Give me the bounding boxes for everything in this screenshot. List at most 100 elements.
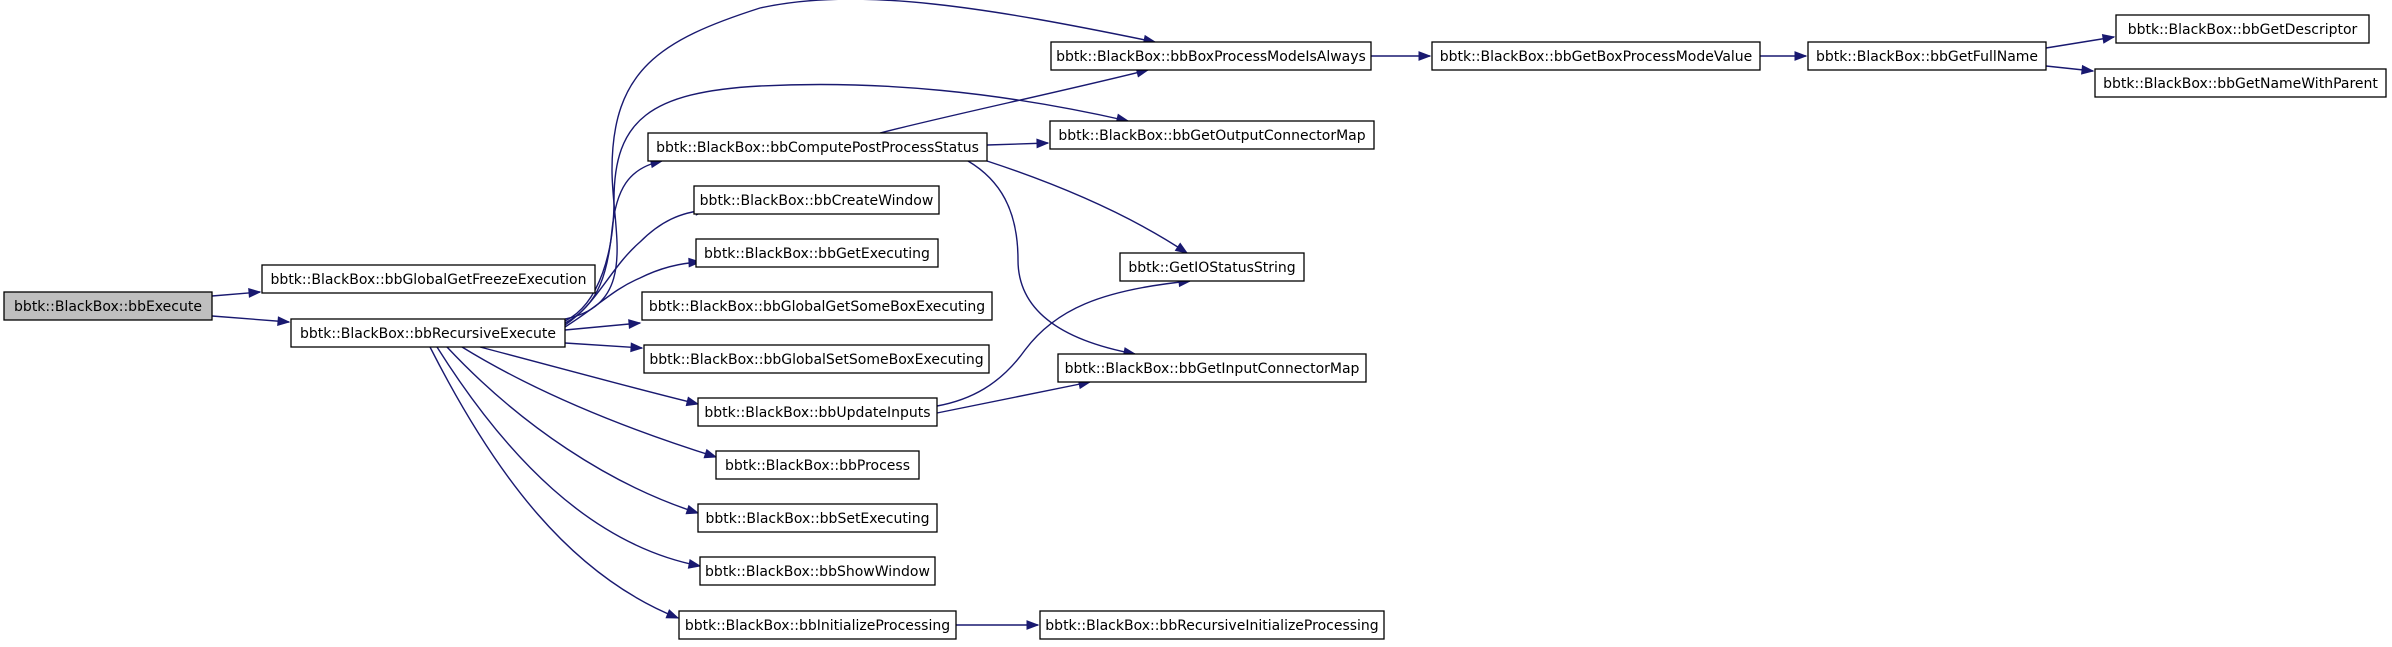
arrowhead-icon — [248, 288, 262, 298]
edge-n3-to-n17 — [479, 346, 700, 407]
function-node-n19[interactable]: bbtk::BlackBox::bbSetExecuting — [697, 503, 938, 533]
node-box — [678, 610, 957, 640]
arrowhead-icon — [2101, 33, 2116, 44]
node-label: bbtk::BlackBox::bbGlobalGetFreezeExecuti… — [271, 272, 587, 288]
edge-n9-to-n12 — [967, 160, 1137, 357]
node-label: bbtk::BlackBox::bbRecursiveExecute — [300, 326, 556, 342]
edge-n6-to-n7 — [2045, 33, 2116, 49]
node-label: bbtk::BlackBox::bbGetNameWithParent — [2103, 76, 2378, 92]
node-box — [647, 132, 988, 162]
edge-line — [564, 342, 643, 349]
function-node-n11[interactable]: bbtk::GetIOStatusString — [1119, 252, 1305, 282]
arrowhead-icon — [665, 609, 680, 619]
edge-line — [879, 69, 1149, 134]
node-label: bbtk::BlackBox::bbUpdateInputs — [704, 405, 930, 421]
edge-line — [564, 0, 1156, 320]
node-box — [1049, 120, 1375, 150]
node-label: bbtk::BlackBox::bbGetInputConnectorMap — [1065, 361, 1360, 377]
edge-line — [446, 346, 699, 514]
node-box — [2094, 68, 2387, 98]
arrowhead-icon — [2081, 64, 2095, 75]
node-box — [693, 185, 940, 215]
edge-n3-to-n16 — [564, 342, 644, 353]
edge-line — [479, 346, 699, 405]
node-label: bbtk::BlackBox::bbExecute — [14, 299, 202, 315]
function-node-n9[interactable]: bbtk::BlackBox::bbComputePostProcessStat… — [647, 132, 988, 162]
edge-n5-to-n6 — [1760, 51, 1808, 61]
function-node-n13[interactable]: bbtk::BlackBox::bbCreateWindow — [693, 185, 940, 215]
edge-line — [936, 280, 1191, 407]
function-node-n15[interactable]: bbtk::BlackBox::bbGlobalGetSomeBoxExecut… — [641, 291, 993, 321]
node-label: bbtk::BlackBox::bbBoxProcessModeIsAlways — [1056, 49, 1366, 65]
edge-line — [936, 381, 1091, 414]
edge-n1-to-n2 — [211, 288, 262, 298]
function-node-n14[interactable]: bbtk::BlackBox::bbGetExecuting — [695, 238, 939, 268]
function-node-n4[interactable]: bbtk::BlackBox::bbBoxProcessModeIsAlways — [1050, 41, 1372, 71]
function-node-n1[interactable]: bbtk::BlackBox::bbExecute — [3, 291, 213, 321]
function-node-n16[interactable]: bbtk::BlackBox::bbGlobalSetSomeBoxExecut… — [643, 344, 990, 374]
function-node-n8[interactable]: bbtk::BlackBox::bbGetNameWithParent — [2094, 68, 2387, 98]
node-box — [1119, 252, 1305, 282]
edge-n9-to-n11 — [986, 160, 1189, 254]
node-box — [643, 344, 990, 374]
node-label: bbtk::BlackBox::bbCreateWindow — [700, 193, 934, 209]
function-node-n17[interactable]: bbtk::BlackBox::bbUpdateInputs — [697, 397, 938, 427]
node-label: bbtk::BlackBox::bbGetDescriptor — [2128, 22, 2358, 38]
arrowhead-icon — [1036, 138, 1050, 149]
node-box — [3, 291, 213, 321]
node-label: bbtk::BlackBox::bbGetOutputConnectorMap — [1058, 128, 1365, 144]
edge-n4-to-n5 — [1371, 51, 1432, 61]
edge-n17-to-n12 — [936, 379, 1092, 414]
function-node-n22[interactable]: bbtk::BlackBox::bbRecursiveInitializePro… — [1039, 610, 1385, 640]
edge-n3-to-n21 — [429, 346, 680, 619]
node-label: bbtk::BlackBox::bbGlobalSetSomeBoxExecut… — [649, 352, 983, 368]
node-label: bbtk::BlackBox::bbGetExecuting — [704, 246, 930, 262]
edge-n6-to-n8 — [2045, 64, 2095, 75]
arrowhead-icon — [1418, 51, 1432, 61]
node-box — [641, 291, 993, 321]
edge-n3-to-n19 — [446, 346, 700, 515]
function-node-n20[interactable]: bbtk::BlackBox::bbShowWindow — [699, 556, 936, 586]
node-box — [261, 264, 596, 294]
node-label: bbtk::BlackBox::bbGetBoxProcessModeValue — [1440, 49, 1753, 65]
node-box — [1050, 41, 1372, 71]
node-label: bbtk::BlackBox::bbProcess — [725, 458, 910, 474]
function-node-n10[interactable]: bbtk::BlackBox::bbGetOutputConnectorMap — [1049, 120, 1375, 150]
edge-n1-to-n3 — [211, 315, 291, 326]
node-label: bbtk::BlackBox::bbInitializeProcessing — [685, 618, 950, 634]
node-label: bbtk::BlackBox::bbComputePostProcessStat… — [656, 140, 979, 156]
function-node-n18[interactable]: bbtk::BlackBox::bbProcess — [715, 450, 920, 480]
arrowhead-icon — [688, 257, 702, 268]
edge-line — [461, 346, 717, 458]
edge-line — [429, 346, 679, 619]
node-box — [715, 450, 920, 480]
node-box — [697, 503, 938, 533]
edge-line — [564, 209, 708, 326]
node-label: bbtk::GetIOStatusString — [1128, 260, 1295, 276]
arrowhead-icon — [1026, 620, 1040, 630]
edge-n3-to-n20 — [436, 346, 702, 569]
arrowhead-icon — [685, 504, 700, 515]
arrowhead-icon — [1174, 242, 1189, 254]
node-box — [1431, 41, 1761, 71]
edge-n3-to-n18 — [461, 346, 718, 459]
edge-n9-to-n10 — [986, 138, 1050, 149]
arrowhead-icon — [703, 448, 718, 459]
function-node-n12[interactable]: bbtk::BlackBox::bbGetInputConnectorMap — [1057, 353, 1367, 383]
edges-layer — [211, 0, 2116, 630]
node-label: bbtk::BlackBox::bbRecursiveInitializePro… — [1045, 618, 1378, 634]
function-node-n7[interactable]: bbtk::BlackBox::bbGetDescriptor — [2115, 14, 2370, 44]
function-node-n21[interactable]: bbtk::BlackBox::bbInitializeProcessing — [678, 610, 957, 640]
node-box — [699, 556, 936, 586]
function-node-n2[interactable]: bbtk::BlackBox::bbGlobalGetFreezeExecuti… — [261, 264, 596, 294]
function-node-n3[interactable]: bbtk::BlackBox::bbRecursiveExecute — [290, 318, 566, 348]
nodes-layer: bbtk::BlackBox::bbExecutebbtk::BlackBox:… — [3, 14, 2387, 640]
node-label: bbtk::BlackBox::bbShowWindow — [705, 564, 930, 580]
edge-line — [436, 346, 701, 567]
arrowhead-icon — [687, 558, 702, 569]
function-node-n5[interactable]: bbtk::BlackBox::bbGetBoxProcessModeValue — [1431, 41, 1761, 71]
node-box — [1039, 610, 1385, 640]
function-node-n6[interactable]: bbtk::BlackBox::bbGetFullName — [1807, 41, 2047, 71]
arrowhead-icon — [685, 396, 700, 407]
